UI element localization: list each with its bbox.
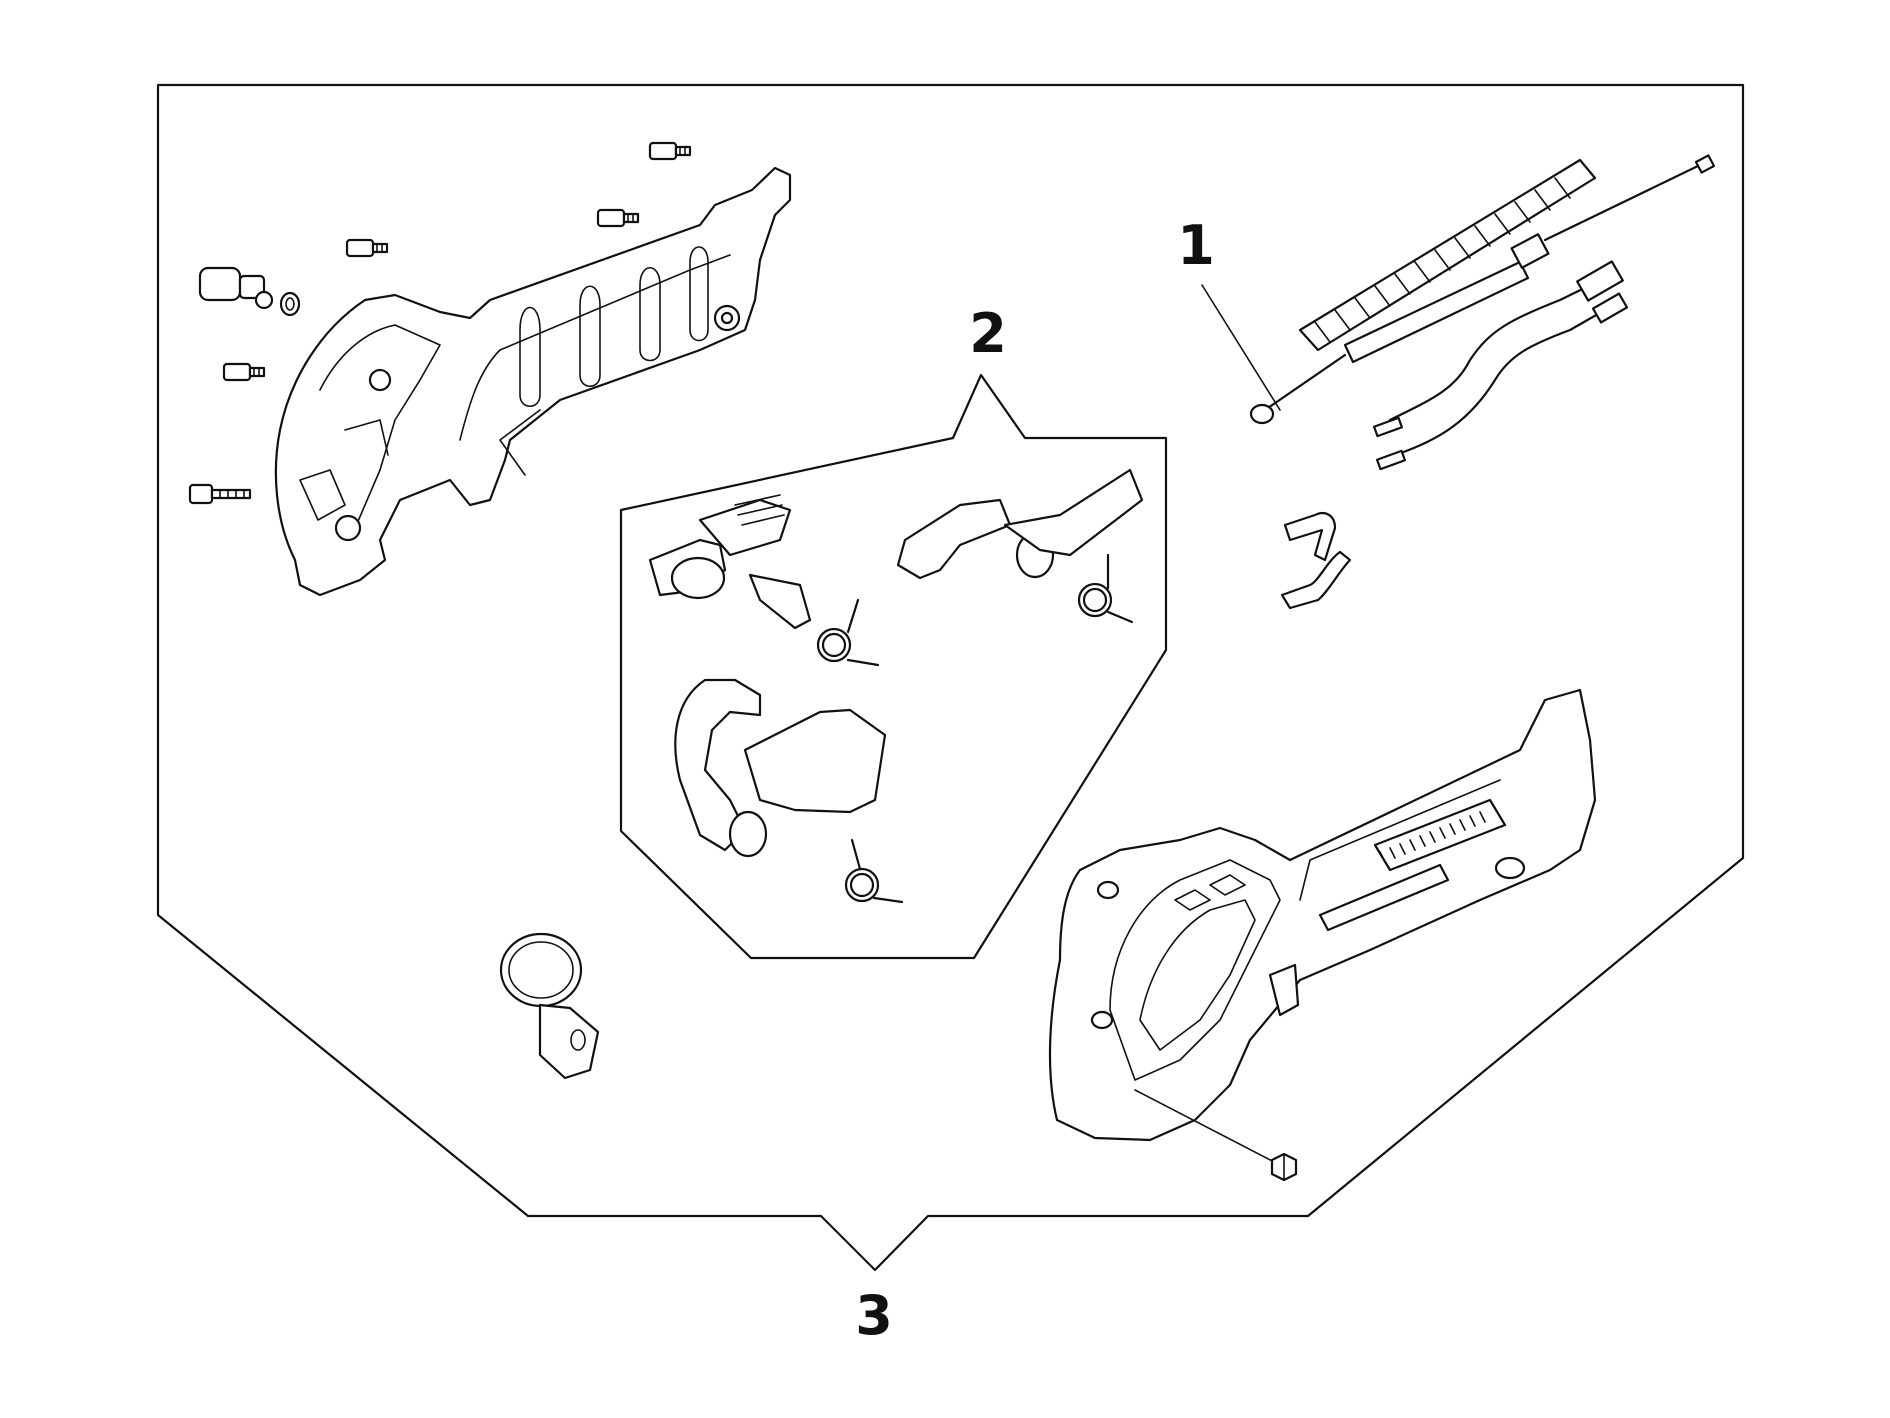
screw-1: [648, 141, 692, 161]
wire-harness: [1372, 260, 1629, 471]
throttle-cable: [1249, 154, 1716, 425]
long-screw: [188, 483, 252, 505]
left-handle-housing: [274, 166, 792, 597]
assembly-2-boundary: [619, 373, 1168, 960]
lockout-lever: [896, 468, 1144, 580]
callout-1: 1: [1177, 214, 1215, 277]
screw-4: [222, 362, 266, 382]
callout-2: 2: [969, 302, 1007, 365]
torsion-spring-1: [816, 598, 880, 667]
throttle-trigger: [648, 494, 812, 630]
pivot-pin: [198, 266, 301, 317]
switch-lever: [674, 678, 887, 858]
torsion-spring-3: [844, 838, 904, 904]
screw-3: [345, 238, 389, 258]
cable-clip: [1280, 512, 1352, 610]
torsion-spring-2: [1077, 553, 1134, 624]
callout-3: 3: [855, 1284, 893, 1347]
nut-leader-line: [1134, 1089, 1281, 1166]
assembly-3-boundary: [156, 83, 1745, 1272]
spring-coil-cable: [1298, 158, 1597, 352]
screw-2: [596, 208, 640, 228]
right-handle-housing: [1048, 688, 1597, 1142]
hex-nut: [1270, 1152, 1298, 1182]
leader-line-1: [1201, 284, 1281, 411]
handle-clamp: [499, 932, 600, 1080]
